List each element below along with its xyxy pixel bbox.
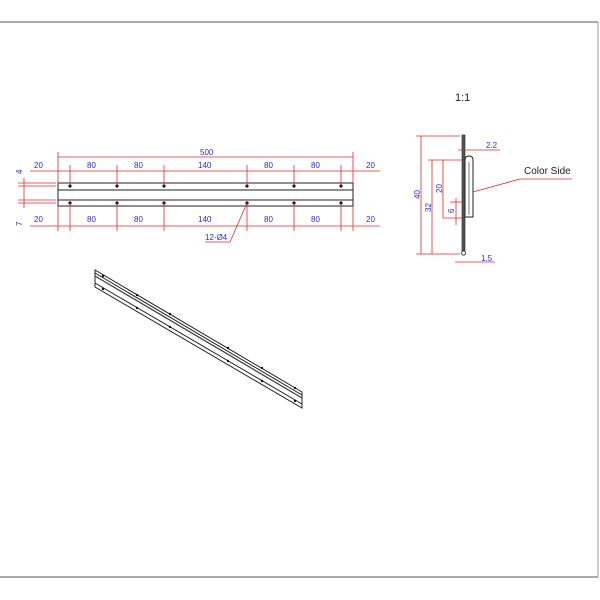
dim-bottom-2: 80 (134, 215, 143, 224)
dim-bottom-3: 140 (198, 215, 212, 224)
dim-height-20: 20 (435, 184, 444, 193)
isometric-view (94, 269, 303, 409)
dim-top-3: 140 (198, 161, 212, 170)
dim-top-1: 80 (87, 161, 96, 170)
dim-bottom-0: 20 (34, 215, 43, 224)
dim-height-6: 6 (447, 208, 456, 213)
dim-left-4: 4 (15, 169, 24, 174)
dim-thickness-bottom: 1.5 (481, 254, 493, 263)
dim-thickness-top: 2.2 (486, 141, 498, 150)
hole-callout: 12-Ø4 (205, 233, 228, 242)
front-view: 500 20 80 80 140 80 80 20 20 80 80 140 8… (15, 148, 380, 243)
dim-bottom-6: 20 (366, 215, 375, 224)
dim-top-2: 80 (134, 161, 143, 170)
dim-top-6: 20 (366, 161, 375, 170)
scale-label: 1:1 (455, 92, 470, 104)
dim-bottom-4: 80 (264, 215, 273, 224)
mounting-holes (68, 184, 343, 205)
dim-bottom-5: 80 (311, 215, 320, 224)
dim-overall-length: 500 (200, 148, 214, 157)
sheet-frame (0, 21, 599, 578)
dim-top-0: 20 (34, 161, 43, 170)
dim-bottom-1: 80 (87, 215, 96, 224)
dim-top-4: 80 (264, 161, 273, 170)
plate-outline (57, 182, 354, 207)
color-side-label: Color Side (524, 166, 571, 177)
dim-top-5: 80 (311, 161, 320, 170)
dim-height-40: 40 (413, 190, 422, 199)
dim-left-7: 7 (15, 221, 24, 226)
section-view: 40 32 20 6 2.2 1.5 Color Side (413, 134, 572, 263)
dim-height-32: 32 (424, 203, 433, 212)
